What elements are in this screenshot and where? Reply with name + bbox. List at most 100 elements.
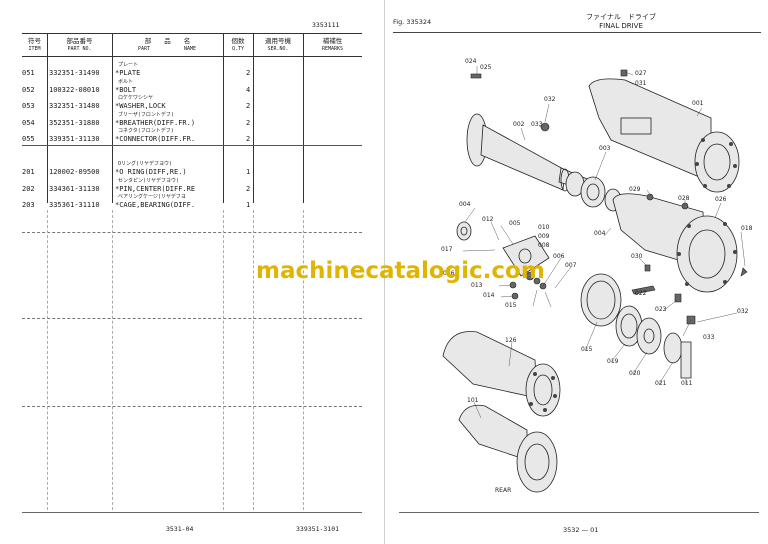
part-number: 335361-31110 xyxy=(49,201,100,209)
rear-housing-lower xyxy=(458,404,558,493)
title-jp: ファイナル ドライブ xyxy=(586,13,656,21)
part-name: *PIN,CENTER(DIFF.RE xyxy=(115,184,196,193)
part-name: *CAGE,BEARING(DIFF. xyxy=(115,201,196,209)
callout-101: 101 xyxy=(467,397,479,404)
quantity: 2 xyxy=(246,118,251,127)
callout-014: 014 xyxy=(483,292,495,299)
callout-015-ring: 015 xyxy=(581,346,593,353)
diagram-page: Fig. 335324 ファイナル ドライブ FINAL DRIVE xyxy=(384,0,768,544)
quantity: 4 xyxy=(246,85,251,94)
rear-label: REAR xyxy=(495,487,512,494)
part-name-jp: ベアリングケージ(リヤデフヨ xyxy=(118,194,186,200)
header-name-en: NAME xyxy=(184,46,197,52)
callout-009: 009 xyxy=(538,233,550,240)
axle-housing-lower xyxy=(612,193,738,293)
table-row: Oリング(リヤデフヨウ) 201 120002-09500 *O RING(DIFF,… xyxy=(0,161,384,178)
callout-031-upper: 031 xyxy=(635,80,647,87)
catalog-number: 3353111 xyxy=(312,21,340,29)
parts-list-page: 3353111 符号 ITEM 部品番号 PART NO. 部 品 名 PART… xyxy=(0,21,384,533)
part-number: 332351-31490 xyxy=(49,69,100,77)
header-part-en: PART xyxy=(138,46,151,52)
part-name-jp: Oリング(リヤデフヨウ) xyxy=(118,161,173,167)
footer-code: 339351-3101 xyxy=(296,525,340,533)
exploded-view-drawing xyxy=(442,66,748,493)
part-name: *O RING(DIFF,RE.) xyxy=(115,168,187,176)
item-number: 052 xyxy=(22,85,35,94)
part-name-jp: ブリーザ(フロントデフ) xyxy=(118,111,174,118)
title-en: FINAL DRIVE xyxy=(599,22,643,30)
callout-019: 019 xyxy=(607,358,619,365)
item-number: 201 xyxy=(22,168,35,176)
callout-029: 029 xyxy=(629,186,641,193)
planet-carrier xyxy=(502,235,550,277)
item-number: 203 xyxy=(22,201,35,209)
callout-012: 012 xyxy=(482,216,494,223)
seal-ring xyxy=(456,221,472,241)
callout-032-upper: 032 xyxy=(544,96,556,103)
header-item-en: ITEM xyxy=(28,46,41,52)
part-name: *PLATE xyxy=(115,69,141,77)
callout-008: 008 xyxy=(538,242,550,249)
callout-015-small: 015 xyxy=(505,302,517,309)
callout-020: 020 xyxy=(629,370,641,377)
callout-033-lower: 033 xyxy=(703,334,715,341)
axle-housing-upper xyxy=(588,78,740,193)
header-ser-en: SER.NO. xyxy=(267,46,289,52)
callout-006: 006 xyxy=(553,253,565,260)
part-number: 120002-09500 xyxy=(49,168,100,176)
item-number: 202 xyxy=(22,184,35,193)
part-number: 352351-31880 xyxy=(49,118,100,127)
part-name: *BREATHER(DIFF.FR.) xyxy=(115,118,196,127)
quantity: 1 xyxy=(246,201,251,209)
callout-026: 026 xyxy=(715,196,727,203)
callout-018: 018 xyxy=(741,225,753,232)
header-qty-jp: 個数 xyxy=(231,37,245,45)
table-row xyxy=(0,145,384,162)
ring-gear xyxy=(580,273,622,327)
figure-number: Fig. 335324 xyxy=(393,18,432,26)
header-qty-en: Q.TY xyxy=(231,46,245,52)
part-number: 334361-31130 xyxy=(49,184,100,193)
callout-023: 023 xyxy=(655,306,667,313)
header-remarks-en: REMARKS xyxy=(321,46,344,52)
diagram-footer-page: 3532 — 01 xyxy=(563,526,599,534)
header-part-no-jp: 部品番号 xyxy=(66,37,93,45)
header-part-name-jp: 部 品 名 xyxy=(144,37,191,45)
header-ser-jp: 適用号機 xyxy=(265,37,291,45)
callout-003: 003 xyxy=(599,145,611,152)
part-number: 332351-31480 xyxy=(49,102,100,110)
quantity: 2 xyxy=(246,69,251,77)
part-number: 339351-31130 xyxy=(49,135,100,143)
item-number: 051 xyxy=(22,69,35,77)
callout-021: 021 xyxy=(655,380,667,387)
footer-page-number: 3531-04 xyxy=(166,525,194,533)
callout-010: 010 xyxy=(538,224,550,231)
callout-032-lower: 032 xyxy=(737,308,749,315)
gear-020 xyxy=(636,317,662,355)
callout-024: 024 xyxy=(465,58,477,65)
item-number: 053 xyxy=(22,102,35,110)
callout-126: 126 xyxy=(505,337,517,344)
part-number: 100322-08010 xyxy=(49,85,100,94)
part-name-jp: ロケケワシシヤ xyxy=(118,95,154,101)
callout-013: 013 xyxy=(471,282,483,289)
watermark-text: machinecatalogic.com xyxy=(256,258,545,284)
callout-033-upper: 033 xyxy=(531,121,543,128)
part-name-jp: コネクタ(フロントデフ) xyxy=(118,128,174,134)
shaft-011 xyxy=(680,341,692,379)
callout-001: 001 xyxy=(692,100,704,107)
callout-028: 028 xyxy=(678,195,690,202)
callout-027: 027 xyxy=(635,70,647,77)
item-number: 055 xyxy=(22,135,35,143)
hub-021 xyxy=(663,332,683,364)
callout-004-left: 004 xyxy=(459,201,471,208)
callout-030: 030 xyxy=(631,253,643,260)
callout-025: 025 xyxy=(480,64,492,71)
callout-022: 022 xyxy=(635,290,647,297)
part-name-jp: ボルト xyxy=(118,78,134,85)
part-name-jp: センタピン(リヤデフヨウ) xyxy=(118,177,180,184)
